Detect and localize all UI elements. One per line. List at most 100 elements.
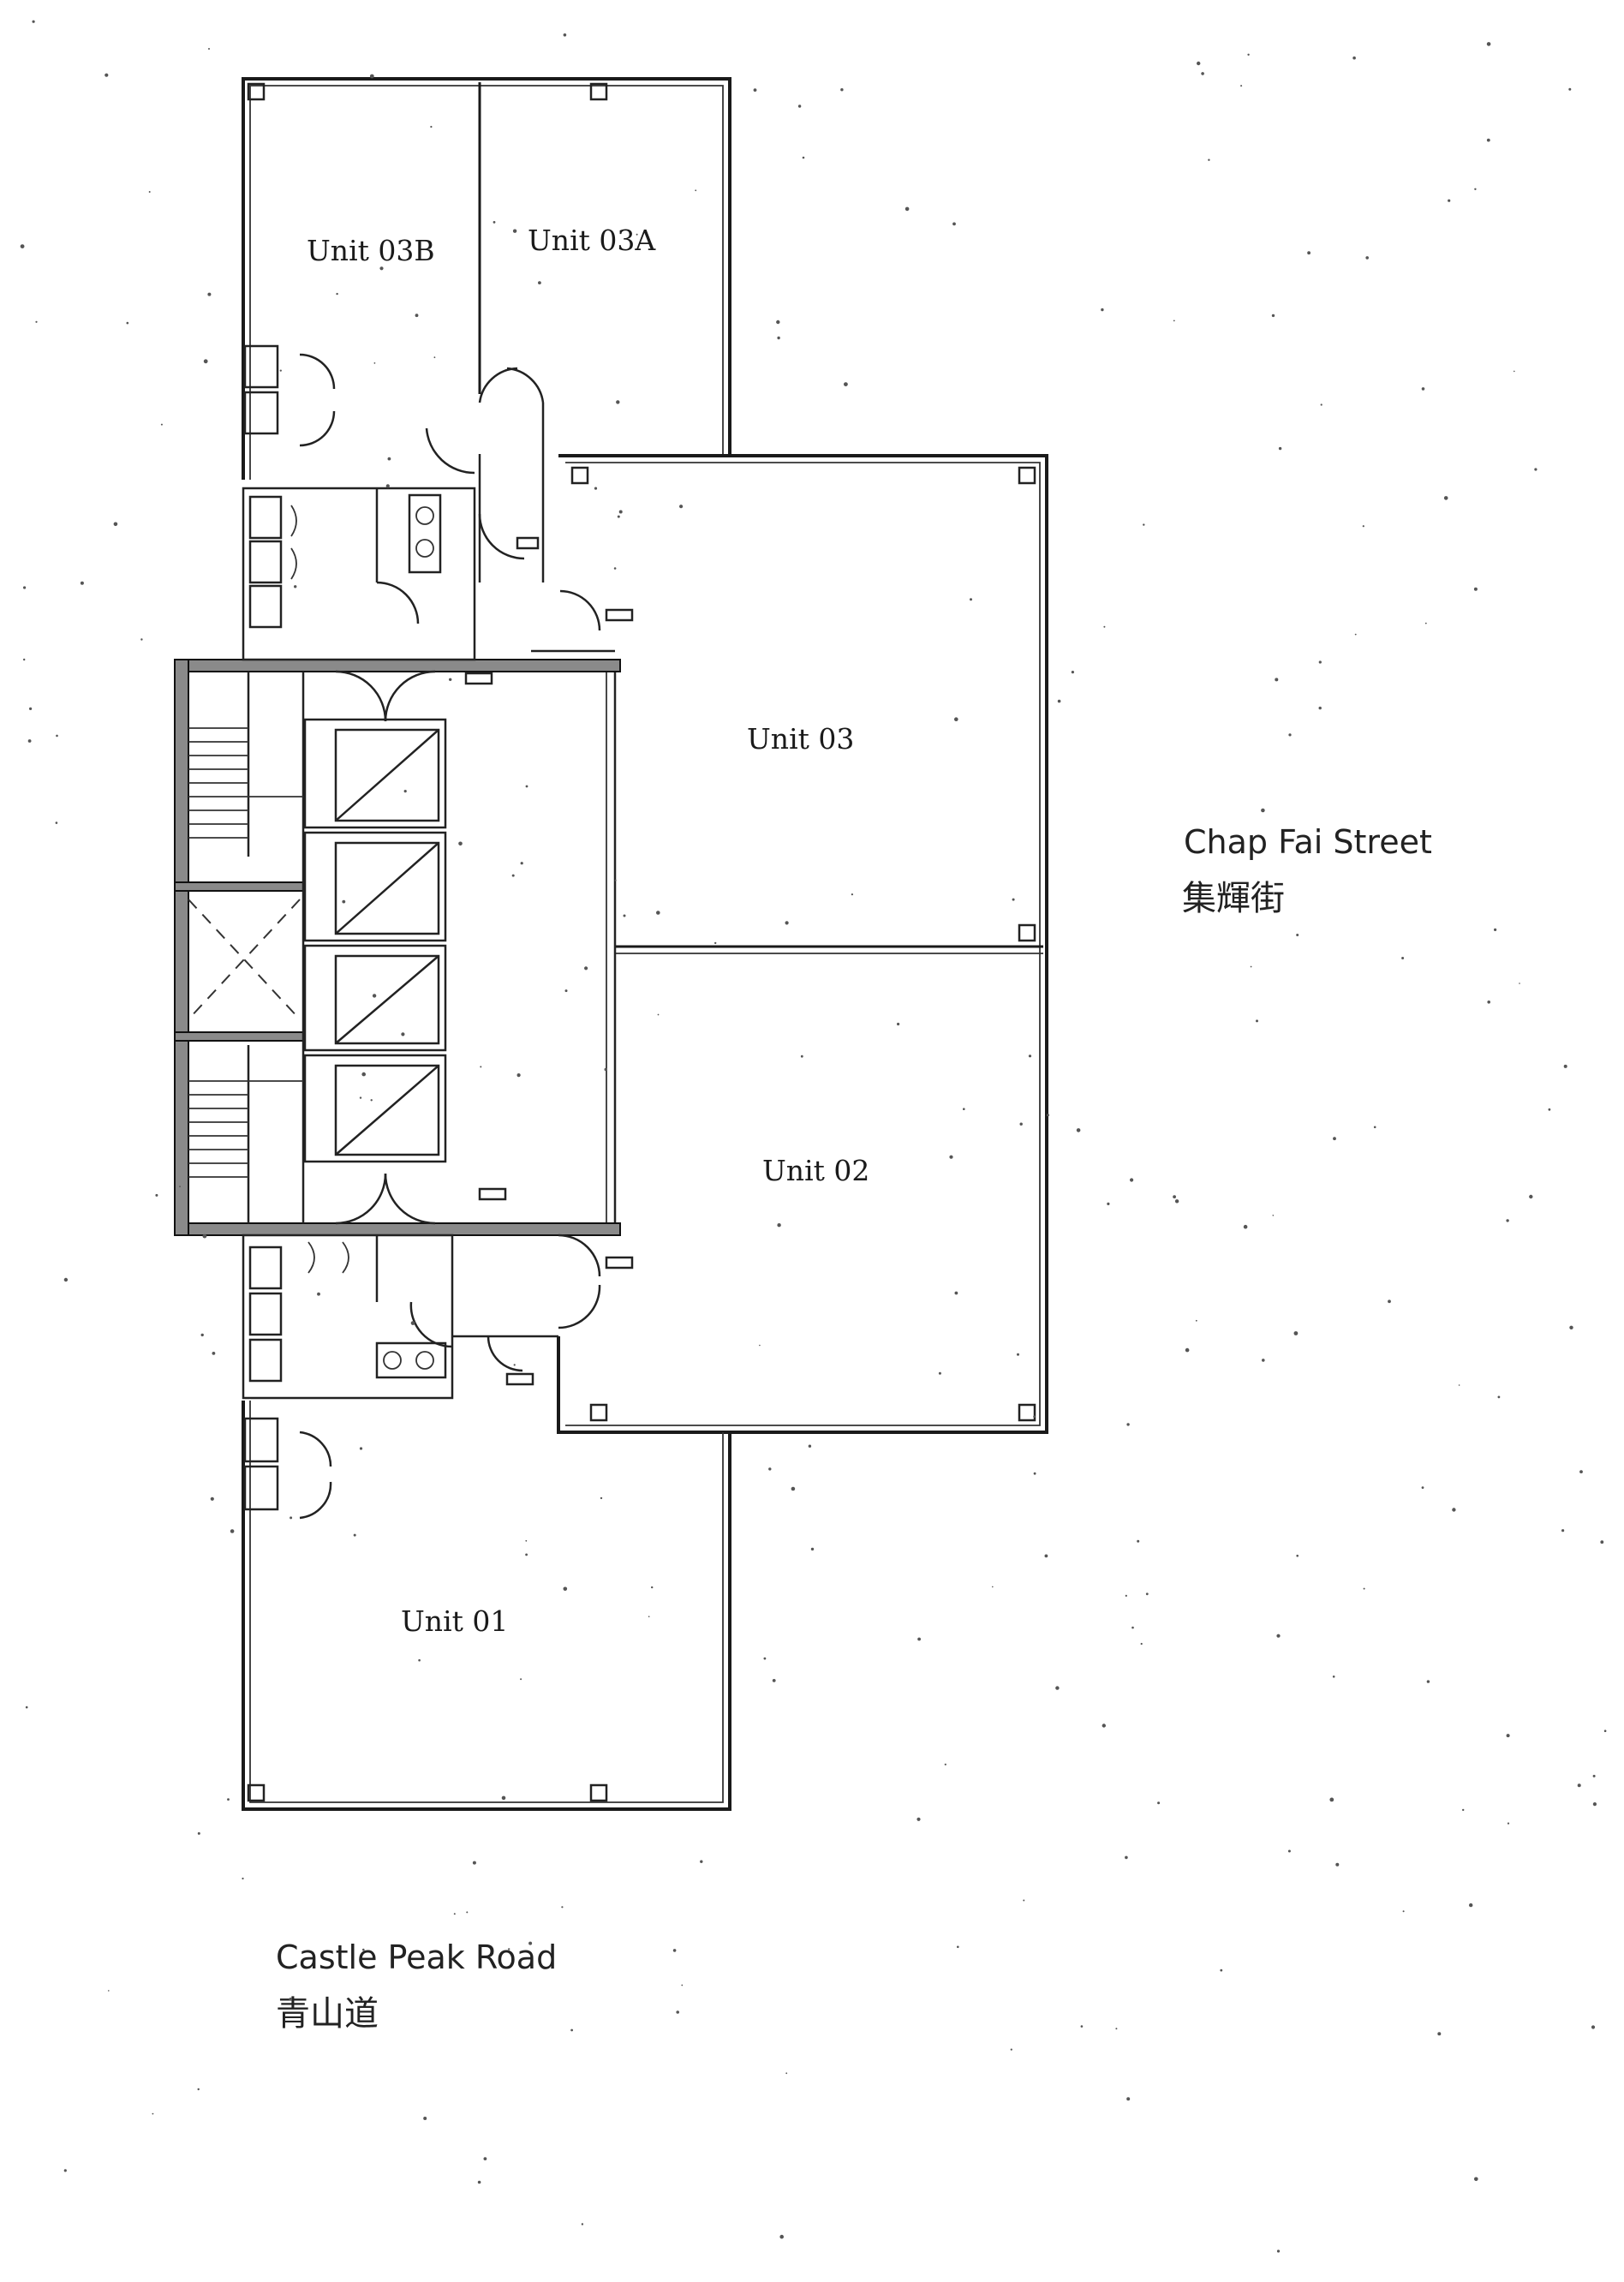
- speck: [1563, 1064, 1567, 1068]
- speck: [636, 233, 638, 236]
- speck: [430, 125, 433, 128]
- speck: [385, 484, 390, 488]
- speck: [1028, 1054, 1032, 1058]
- speck: [472, 1861, 476, 1865]
- speck: [777, 1223, 781, 1228]
- speck: [1458, 1384, 1460, 1386]
- speck: [1494, 928, 1497, 931]
- speck: [954, 1291, 958, 1295]
- speck: [584, 966, 588, 971]
- speck: [342, 899, 346, 904]
- speck: [403, 790, 407, 793]
- speck: [1318, 706, 1322, 710]
- speck: [1262, 1359, 1265, 1362]
- speck: [1354, 633, 1357, 636]
- speck: [1333, 1137, 1336, 1141]
- speck: [203, 359, 208, 364]
- speck: [423, 2117, 427, 2120]
- speck: [35, 320, 38, 323]
- speck: [379, 266, 384, 271]
- speck: [359, 1096, 362, 1099]
- speck: [1469, 1903, 1473, 1908]
- speck: [1012, 898, 1015, 901]
- speck: [336, 292, 338, 296]
- speck: [359, 1447, 363, 1450]
- speck: [449, 678, 452, 681]
- speck: [1137, 1539, 1140, 1543]
- south-stair: [188, 1080, 303, 1178]
- speck: [1044, 1554, 1048, 1558]
- speck: [1047, 1114, 1049, 1117]
- building-core: [174, 344, 634, 1520]
- speck: [29, 707, 33, 711]
- speck: [197, 1831, 200, 1835]
- speck: [1107, 1202, 1110, 1205]
- speck: [202, 1234, 207, 1239]
- speck: [528, 1941, 533, 1945]
- speck: [1208, 158, 1210, 161]
- speck: [1033, 1472, 1036, 1475]
- speck: [458, 841, 463, 846]
- speck: [1076, 1128, 1081, 1132]
- speck: [1548, 1108, 1551, 1111]
- speck: [23, 586, 27, 589]
- speck: [1023, 1899, 1025, 1902]
- speck: [600, 1496, 603, 1500]
- speck: [656, 911, 660, 915]
- speck: [1195, 1319, 1197, 1322]
- speck: [1157, 1801, 1161, 1805]
- speck: [160, 423, 163, 426]
- speck: [1352, 56, 1356, 60]
- speck: [564, 989, 568, 993]
- speck: [1057, 699, 1061, 703]
- speck: [963, 1108, 965, 1110]
- speck: [152, 2112, 154, 2115]
- north-stair: [188, 727, 303, 839]
- speck: [55, 821, 58, 824]
- speck: [1173, 320, 1175, 322]
- speck: [1288, 733, 1292, 737]
- speck: [1010, 2048, 1012, 2051]
- south-street-name-zh: 青山道: [276, 1994, 379, 2034]
- speck: [1174, 1199, 1179, 1204]
- speck: [279, 369, 282, 372]
- speck: [776, 320, 780, 325]
- speck: [810, 1547, 815, 1551]
- speck: [1423, 850, 1425, 853]
- speck: [1579, 1470, 1583, 1473]
- speck: [613, 567, 617, 570]
- speck: [1506, 1219, 1509, 1222]
- speck: [970, 598, 972, 601]
- speck: [1437, 2032, 1442, 2036]
- speck: [1462, 1808, 1465, 1812]
- speck: [581, 2223, 584, 2225]
- speck: [1421, 1486, 1424, 1489]
- speck: [1474, 188, 1477, 190]
- speck: [676, 2010, 679, 2014]
- speck: [63, 2169, 67, 2172]
- speck: [56, 734, 58, 738]
- speck: [772, 1679, 776, 1682]
- speck: [648, 1616, 650, 1617]
- speck: [1131, 1626, 1134, 1629]
- speck: [1080, 2025, 1084, 2028]
- speck: [1275, 678, 1279, 682]
- speck: [207, 292, 212, 296]
- speck: [1592, 1774, 1596, 1777]
- speck: [1101, 308, 1104, 312]
- speck: [1145, 1592, 1149, 1596]
- speck: [227, 1798, 230, 1801]
- speck: [763, 1657, 767, 1660]
- speck: [1443, 496, 1448, 500]
- speck: [477, 2180, 481, 2184]
- speck: [361, 1072, 367, 1077]
- speck: [1278, 446, 1282, 451]
- speck: [23, 658, 26, 661]
- speck: [1125, 1855, 1128, 1860]
- speck: [1568, 87, 1572, 91]
- speck: [63, 1277, 69, 1282]
- speck: [1125, 1594, 1127, 1597]
- speck: [373, 362, 376, 364]
